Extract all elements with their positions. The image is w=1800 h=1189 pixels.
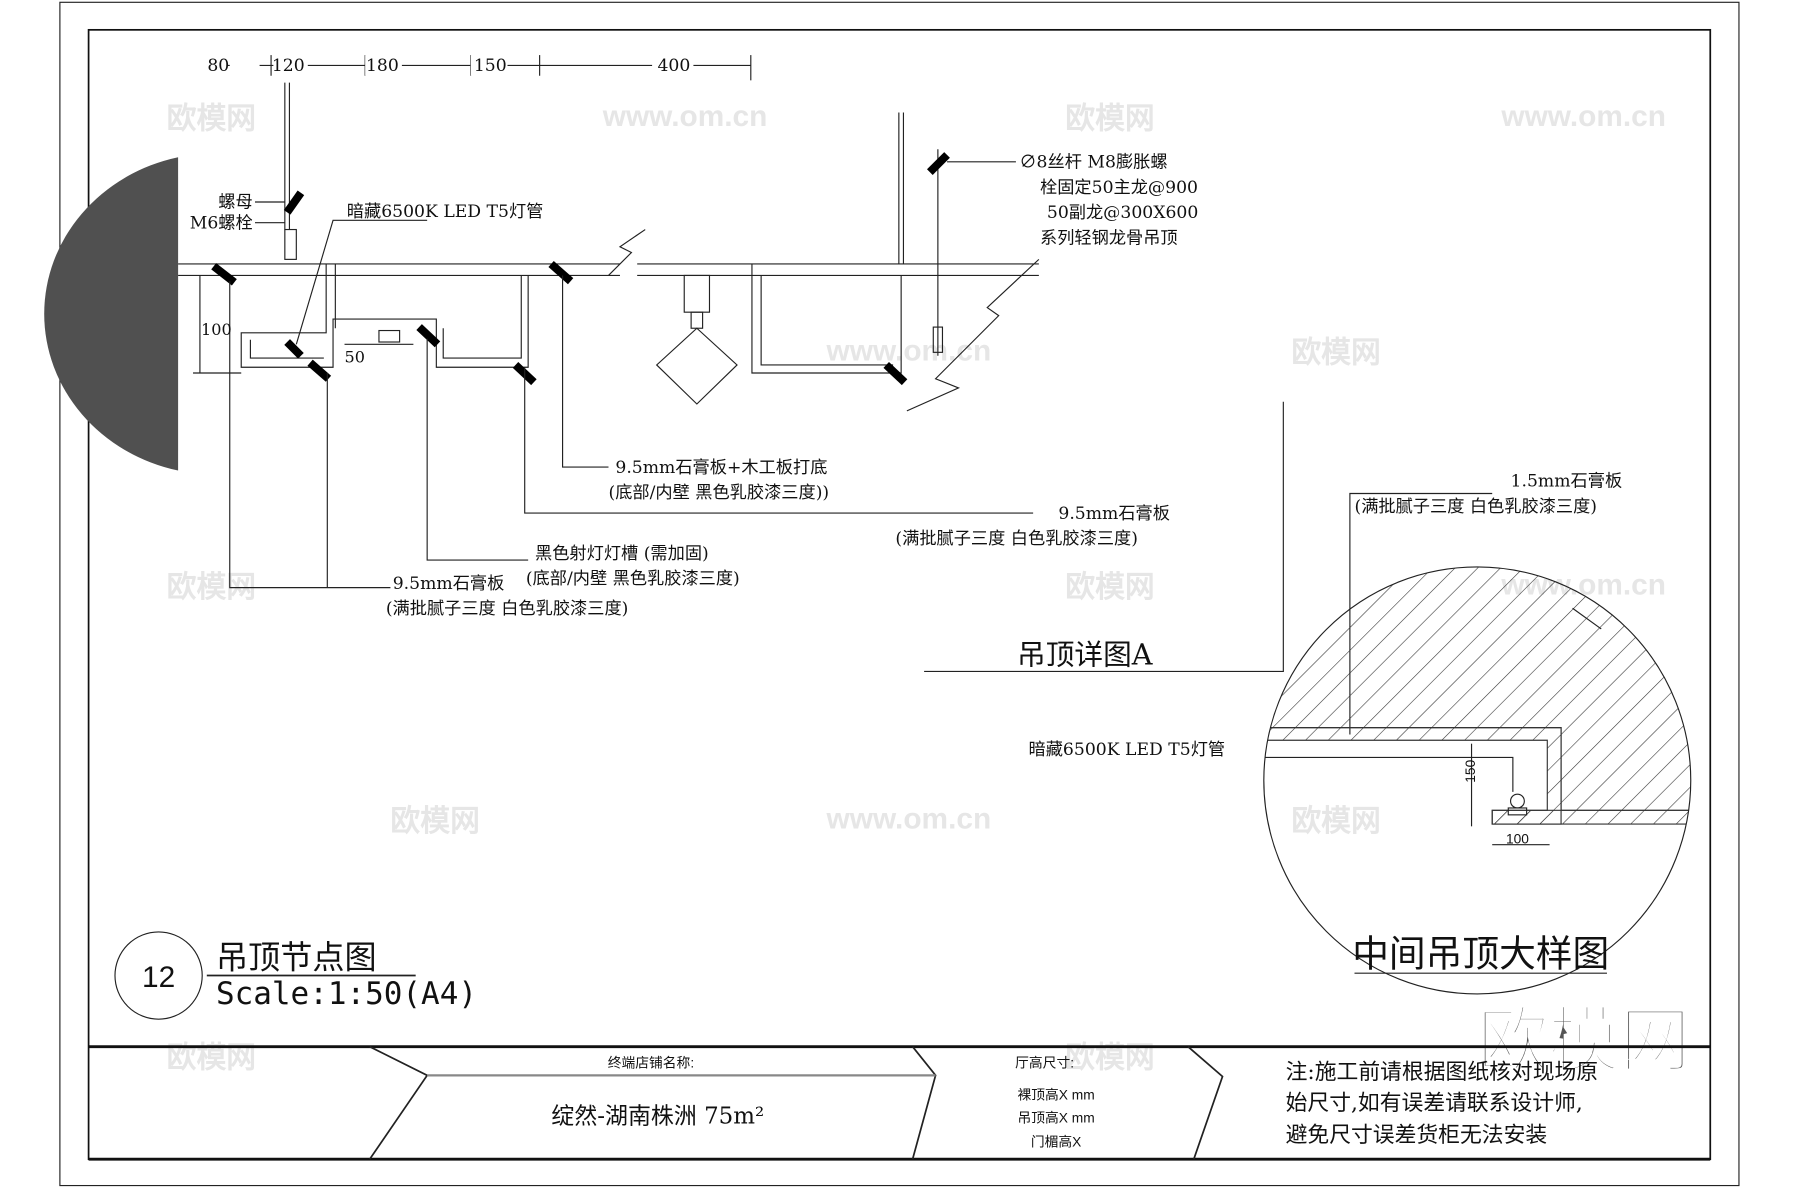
- label-rod-1: ∅8丝杆 M8膨胀螺: [1019, 153, 1167, 173]
- height-lintel: 门楣高X: [1031, 1134, 1081, 1150]
- svg-text:欧模网: 欧模网: [1065, 103, 1154, 136]
- title-block: [88, 1045, 1711, 1161]
- detail-a-title: 吊顶详图A: [1017, 638, 1153, 672]
- ceiling-section: [178, 82, 1040, 412]
- label-rod-3: 50副龙@300X600: [1047, 203, 1198, 223]
- svg-text:欧模网: 欧模网: [390, 805, 479, 838]
- svg-text:www.om.cn: www.om.cn: [826, 803, 992, 836]
- dim-150: 150: [474, 56, 507, 76]
- detail-title: 中间吊顶大样图: [1352, 932, 1609, 975]
- label-board-wood-1: 9.5mm石膏板+木工板打底: [615, 457, 827, 478]
- label-board-left-2: (满批腻子三度 白色乳胶漆三度): [386, 599, 629, 619]
- svg-text:www.om.cn: www.om.cn: [826, 334, 992, 367]
- svg-text:www.om.cn: www.om.cn: [602, 100, 768, 133]
- detail-dim-100: 100: [1506, 832, 1529, 847]
- height-bare: 裸顶高X mm: [1017, 1086, 1094, 1102]
- outer-border: [59, 1, 1740, 1187]
- label-bolt: M6螺栓: [190, 213, 253, 233]
- detail-board-2: (满批腻子三度 白色乳胶漆三度): [1354, 497, 1597, 517]
- dim-80: 80: [207, 56, 229, 76]
- height-ceiling: 吊顶高X mm: [1017, 1109, 1094, 1125]
- label-spot-slot-2: (底部/内壁 黑色乳胶漆三度): [526, 569, 740, 589]
- dim-50: 50: [345, 348, 365, 367]
- drawing-number: 12: [142, 961, 175, 994]
- note-line-2: 始尺寸,如有误差请联系设计师,: [1286, 1091, 1583, 1116]
- label-board-left-1: 9.5mm石膏板: [393, 573, 505, 594]
- detail-dim-150: 150: [1463, 759, 1478, 782]
- note-line-1: 注:施工前请根据图纸核对现场原: [1286, 1060, 1599, 1085]
- label-board-wood-2: (底部/内壁 黑色乳胶漆三度)): [608, 483, 829, 503]
- drawing-title: 吊顶节点图: [216, 939, 377, 977]
- dim-400: 400: [657, 56, 690, 76]
- svg-text:欧模网: 欧模网: [1291, 337, 1380, 370]
- store-name-value: 绽然-湖南株洲 75m²: [551, 1104, 764, 1130]
- top-dimensions: 80 120 180 150 400: [207, 55, 752, 81]
- dim-120: 120: [272, 56, 305, 76]
- store-name-label: 终端店铺名称:: [608, 1055, 694, 1070]
- detail-board-1: 1.5mm石膏板: [1511, 471, 1623, 492]
- height-label: 厅高尺寸:: [1015, 1054, 1074, 1070]
- label-rod-4: 系列轻钢龙骨吊顶: [1040, 228, 1178, 248]
- detail-circle: [1263, 566, 1692, 995]
- watermark-logo: 欧模网: [1477, 1002, 1690, 1081]
- label-nut: 螺母: [218, 193, 252, 213]
- svg-text:欧模网: 欧模网: [1291, 805, 1380, 838]
- detail-led: 暗藏6500K LED T5灯管: [1029, 740, 1226, 760]
- svg-text:欧模网: 欧模网: [1065, 571, 1154, 604]
- svg-text:www.om.cn: www.om.cn: [1500, 100, 1666, 133]
- wall-section: [44, 157, 179, 471]
- dim-100-left: 100: [201, 320, 232, 339]
- drawing-number-circle: [114, 931, 203, 1020]
- label-board-right-1: 9.5mm石膏板: [1058, 503, 1170, 524]
- drawing-scale: Scale:1:50(A4): [216, 976, 477, 1012]
- label-board-right-2: (满批腻子三度 白色乳胶漆三度): [895, 529, 1138, 549]
- note-line-3: 避免尺寸误差货柜无法安装: [1286, 1123, 1548, 1148]
- dim-180: 180: [366, 56, 399, 76]
- label-led-left: 暗藏6500K LED T5灯管: [347, 202, 544, 222]
- svg-text:欧模网: 欧模网: [167, 103, 256, 136]
- label-rod-2: 栓固定50主龙@900: [1040, 178, 1198, 198]
- label-spot-slot-1: 黑色射灯灯槽 (需加固): [535, 544, 709, 564]
